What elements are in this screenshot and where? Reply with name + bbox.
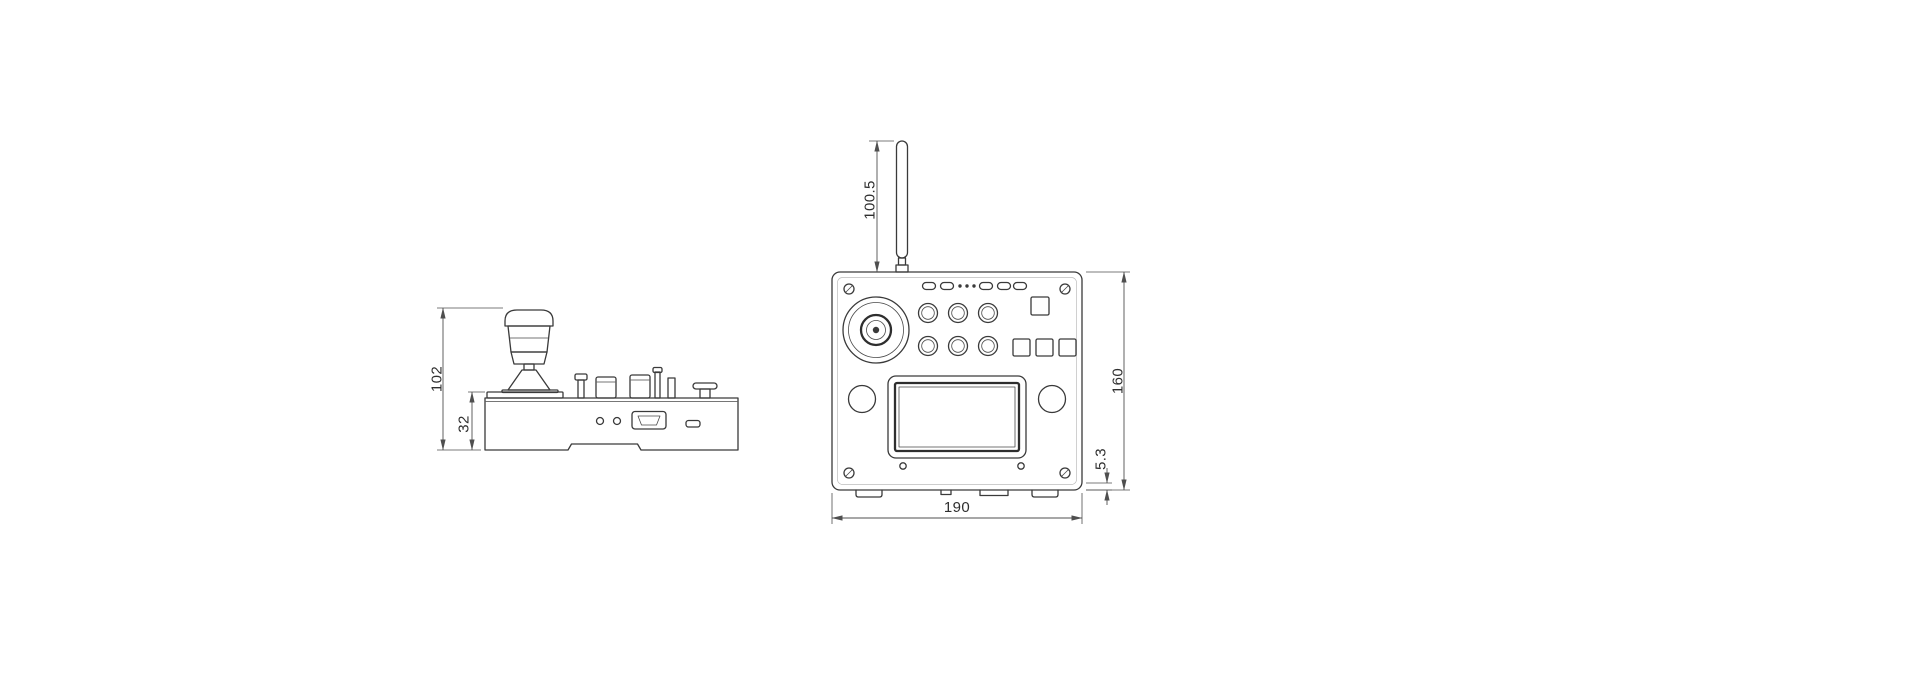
square-button <box>1035 338 1054 357</box>
indicator-hole <box>595 416 605 426</box>
round-button <box>947 302 969 324</box>
display-bezel <box>893 381 1021 453</box>
dimension-body-width: 190 <box>831 493 1083 524</box>
joystick-outer-ring <box>842 296 910 364</box>
dimension-antenna-height: 100.5 <box>861 140 894 273</box>
round-button <box>977 302 999 324</box>
joystick-knob-body <box>507 325 551 353</box>
dim-label-190: 190 <box>944 499 970 516</box>
led-dot <box>958 284 962 288</box>
toggle-cap <box>652 366 663 374</box>
display-active-area <box>898 386 1016 448</box>
toggle-stem <box>654 371 661 399</box>
display-outline <box>887 375 1027 459</box>
joystick-center-dot <box>872 326 880 334</box>
joystick-cap <box>504 309 554 327</box>
square-button-group <box>1012 296 1077 357</box>
antenna-neck <box>897 257 907 266</box>
antenna-rod <box>895 140 909 259</box>
led-indicator <box>1012 281 1028 291</box>
joystick-side <box>501 309 559 394</box>
flat-button-stem <box>699 388 711 399</box>
round-button <box>977 335 999 357</box>
dsub-connector-outline <box>631 410 667 430</box>
screw <box>1059 283 1071 295</box>
led-indicator <box>996 281 1012 291</box>
dim-label-5-3: 5.3 <box>1092 448 1109 470</box>
top-controls-side <box>574 366 718 399</box>
joystick-stick-ring <box>859 313 893 347</box>
joystick-boot <box>507 369 551 391</box>
dim-label-32: 32 <box>455 415 472 433</box>
front-face-details-side <box>595 410 701 430</box>
foot-tab <box>1031 489 1059 498</box>
dimension-side-total-height: 102 <box>428 307 503 451</box>
switch-cap <box>574 373 588 381</box>
usb-port <box>685 419 701 428</box>
right-knob <box>1037 384 1067 414</box>
square-button <box>1058 338 1077 357</box>
round-button <box>917 302 939 324</box>
joystick-pad <box>842 296 910 364</box>
dsub-connector-inner <box>637 415 661 426</box>
antenna <box>895 140 909 273</box>
indicator-hole <box>612 416 622 426</box>
device-body-front <box>831 271 1083 491</box>
display-screen <box>887 375 1027 459</box>
corner-screws <box>843 283 1071 479</box>
side-view: 102 32 <box>428 307 739 451</box>
led-indicator-row <box>921 281 1028 291</box>
screw-small <box>899 462 907 470</box>
screw <box>1059 467 1071 479</box>
led-indicator <box>939 281 955 291</box>
joystick-stem <box>523 363 535 371</box>
dim-label-100-5: 100.5 <box>861 180 878 220</box>
button-block <box>595 376 617 399</box>
joystick-mid-ring <box>848 302 904 358</box>
screw-small <box>1017 462 1025 470</box>
led-dot <box>972 284 976 288</box>
square-button <box>1012 338 1031 357</box>
panel-inner-line <box>837 277 1077 485</box>
round-button <box>947 335 969 357</box>
switch-stem <box>577 379 585 399</box>
foot-tab <box>855 489 883 498</box>
joystick-base-plate <box>501 389 559 394</box>
joystick-collar <box>510 351 548 365</box>
joystick-inner-ring <box>866 320 886 340</box>
led-indicator <box>921 281 937 291</box>
left-knob <box>847 384 877 414</box>
screw <box>843 283 855 295</box>
front-view: 100.5 160 5.3 190 <box>831 140 1130 524</box>
dim-label-102: 102 <box>428 366 445 392</box>
bottom-features <box>855 489 1059 498</box>
dimension-side-base-height: 32 <box>455 391 485 451</box>
button-block <box>629 374 651 399</box>
square-button <box>1030 296 1050 316</box>
round-button-grid <box>917 302 999 357</box>
screw <box>843 467 855 479</box>
bottom-port-wide <box>979 489 1009 497</box>
round-button <box>917 335 939 357</box>
bottom-port-small <box>940 489 952 496</box>
toggle-switch <box>667 377 676 399</box>
led-indicator <box>978 281 994 291</box>
led-dot <box>965 284 969 288</box>
dimension-foot-height: 5.3 <box>1086 448 1112 505</box>
dim-label-160: 160 <box>1109 368 1126 394</box>
device-body-side <box>484 397 739 451</box>
antenna-mount <box>895 264 909 273</box>
flat-button-cap <box>692 382 718 390</box>
